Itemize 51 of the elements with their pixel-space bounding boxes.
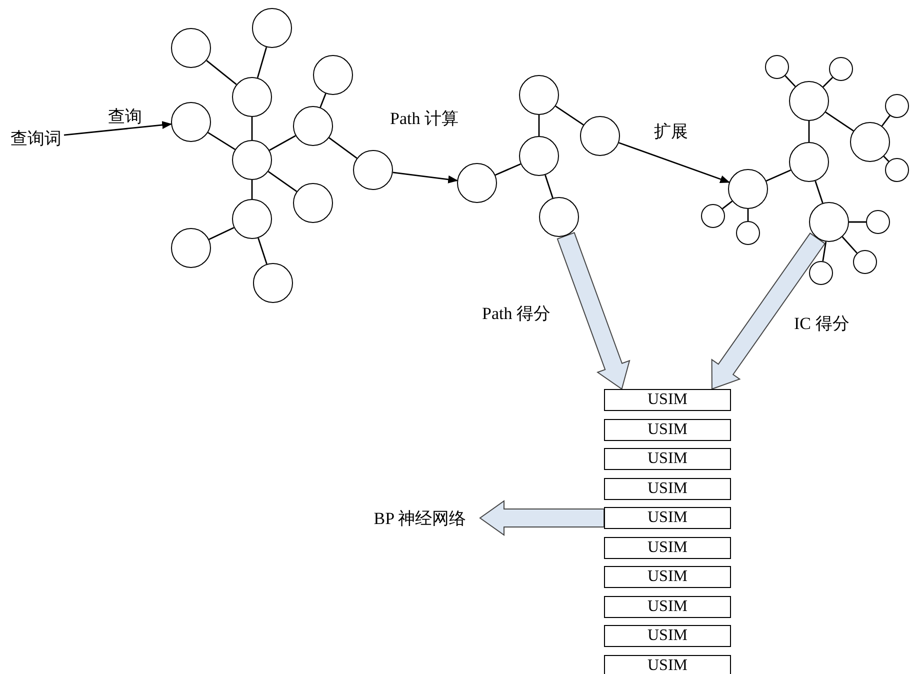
- connector-line: [208, 132, 236, 150]
- usim-box: USIM: [604, 448, 731, 470]
- connector-line: [256, 47, 268, 78]
- connector-line: [883, 156, 890, 162]
- connector-line: [555, 106, 584, 126]
- arrow: [392, 172, 458, 184]
- edge-label: IC 得分: [794, 315, 850, 332]
- text-label: BP 神经网络: [360, 506, 480, 530]
- connector-line: [206, 60, 237, 86]
- edge-label: Path 计算: [390, 110, 458, 127]
- connector-line: [320, 93, 326, 108]
- edge-label: 扩展: [654, 123, 688, 140]
- connector-line: [842, 236, 858, 254]
- connector-line: [328, 137, 358, 159]
- connector-line: [822, 242, 827, 262]
- connector-line: [784, 75, 796, 87]
- edge-label: Path 得分: [482, 305, 550, 322]
- arrow: [618, 142, 730, 183]
- usim-box: USIM: [604, 478, 731, 500]
- connector-line: [251, 180, 253, 199]
- block-arrow: [556, 232, 630, 390]
- connector-line: [258, 238, 268, 264]
- connector-line: [208, 226, 234, 240]
- connector-line: [766, 169, 791, 182]
- usim-box: USIM: [604, 566, 731, 588]
- usim-box: USIM: [604, 625, 731, 647]
- usim-box: USIM: [604, 596, 731, 618]
- connector-line: [269, 135, 296, 151]
- arrow: [64, 121, 172, 136]
- block-arrow: [479, 500, 604, 536]
- connector-line: [814, 180, 824, 204]
- connector-line: [251, 117, 253, 140]
- usim-box: USIM: [604, 507, 731, 529]
- connector-line: [495, 163, 521, 176]
- connector-line: [538, 115, 540, 136]
- connector-line: [849, 221, 866, 223]
- connector-line: [825, 112, 854, 132]
- usim-box: USIM: [604, 654, 731, 674]
- usim-box: USIM: [604, 389, 731, 411]
- block-arrow: [711, 232, 826, 390]
- connector-line: [544, 174, 554, 198]
- connector-line: [881, 115, 890, 126]
- connector-line: [722, 200, 733, 210]
- text-label: 查询词: [8, 126, 64, 150]
- connector-line: [747, 209, 749, 221]
- connector-line: [268, 170, 298, 192]
- usim-box: USIM: [604, 418, 731, 440]
- edge-label: 查询: [108, 108, 142, 125]
- connector-line: [822, 77, 833, 88]
- connector-line: [808, 121, 810, 142]
- usim-box: USIM: [604, 536, 731, 558]
